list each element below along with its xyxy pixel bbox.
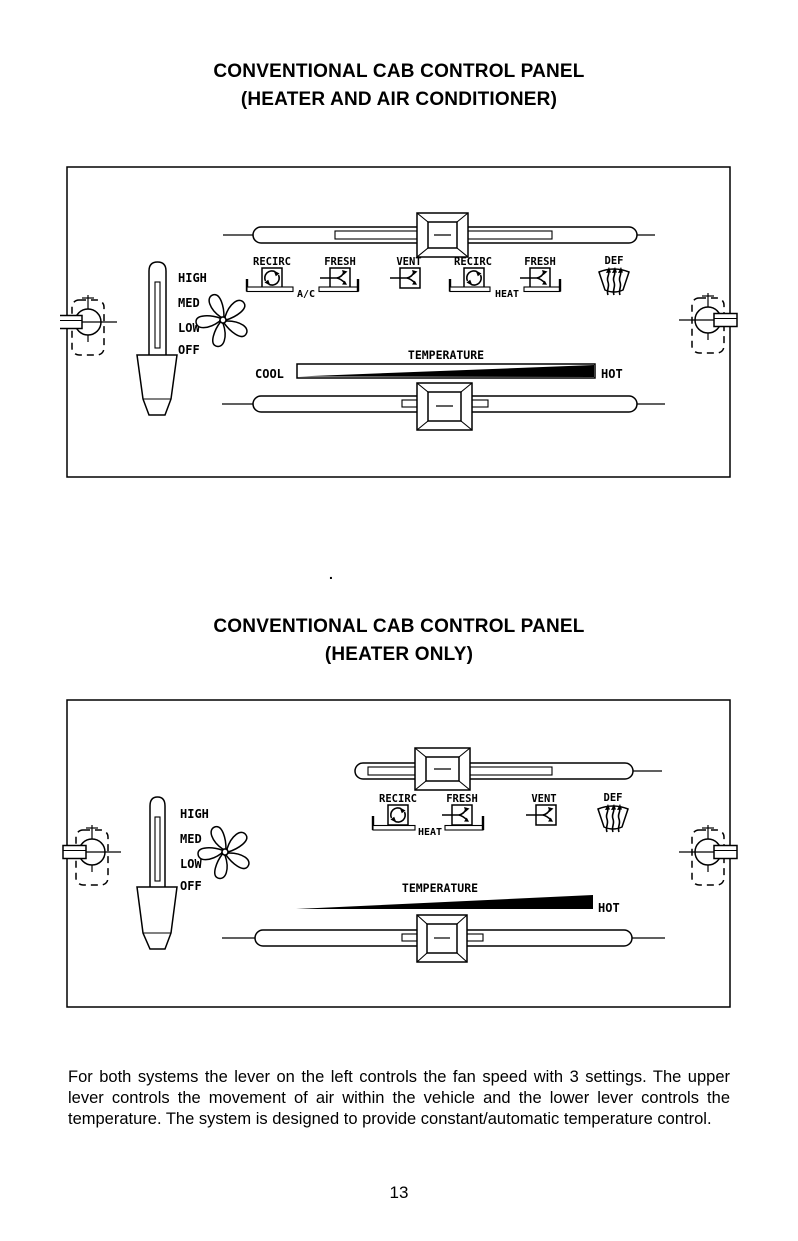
panel-border bbox=[66, 699, 731, 1008]
knob-icon bbox=[416, 382, 473, 431]
fan-label-med: MED bbox=[180, 832, 202, 846]
hot-label: HOT bbox=[601, 367, 623, 381]
recirc-icon bbox=[387, 804, 409, 826]
caption-paragraph: For both systems the lever on the left c… bbox=[68, 1067, 730, 1129]
mode-label-recirc-heat: RECIRC bbox=[454, 256, 492, 268]
mode-label-fresh: FRESH bbox=[446, 793, 478, 805]
fan-label-low: LOW bbox=[180, 857, 202, 871]
mode-label-fresh-ac: FRESH bbox=[324, 256, 356, 268]
heat-group-bracket: HEAT bbox=[448, 279, 562, 300]
fan-speed-lever bbox=[136, 796, 178, 950]
def-icon bbox=[597, 804, 629, 833]
def-icon bbox=[598, 267, 630, 296]
knob-icon bbox=[416, 914, 468, 963]
screw-icon bbox=[62, 825, 121, 886]
cool-label: COOL bbox=[255, 367, 284, 381]
fan-label-off: OFF bbox=[178, 343, 200, 357]
fresh-icon bbox=[442, 804, 473, 826]
diagram1-title-line1: CONVENTIONAL CAB CONTROL PANEL bbox=[213, 61, 585, 82]
hot-label: HOT bbox=[598, 901, 620, 915]
screw-icon bbox=[679, 293, 738, 354]
temperature-label: TEMPERATURE bbox=[402, 881, 478, 895]
fan-label-low: LOW bbox=[178, 321, 200, 335]
fan-label-high: HIGH bbox=[178, 271, 207, 285]
mode-label-fresh-heat: FRESH bbox=[524, 256, 556, 268]
screw-icon bbox=[679, 825, 738, 886]
mode-label-recirc-ac: RECIRC bbox=[253, 256, 291, 268]
fan-label-off: OFF bbox=[180, 879, 202, 893]
fan-speed-lever bbox=[136, 261, 178, 416]
diagram2-title-line2: (HEATER ONLY) bbox=[324, 644, 474, 665]
fresh-icon bbox=[320, 267, 351, 289]
fan-icon bbox=[195, 293, 248, 348]
heat-group-label: HEAT bbox=[418, 827, 442, 838]
scan-artifact-dot: . bbox=[329, 566, 333, 582]
diagram1-title: CONVENTIONAL CAB CONTROL PANEL (HEATER A… bbox=[0, 58, 798, 114]
page-number: 13 bbox=[389, 1183, 409, 1202]
mode-label-def: DEF bbox=[604, 792, 623, 804]
diagram2-title: CONVENTIONAL CAB CONTROL PANEL (HEATER O… bbox=[0, 613, 798, 669]
temperature-label: TEMPERATURE bbox=[408, 348, 484, 362]
ac-group-bracket: A/C bbox=[245, 279, 360, 300]
fan-icon bbox=[197, 825, 250, 880]
air-lever-slider bbox=[354, 747, 662, 791]
temperature-indicator: TEMPERATURE COOL HOT bbox=[255, 348, 623, 381]
fresh-icon bbox=[520, 267, 551, 289]
diagram-heater-and-ac: RECIRC FRESH VENT RECIRC FRESH DEF bbox=[60, 166, 738, 478]
heat-group-bracket: HEAT bbox=[371, 816, 485, 838]
temperature-lever-slider bbox=[222, 382, 665, 431]
temperature-lever-slider bbox=[222, 914, 665, 963]
diagram-heater-only: RECIRC FRESH VENT DEF bbox=[62, 699, 738, 1008]
air-lever-slider bbox=[223, 212, 655, 258]
mode-label-recirc: RECIRC bbox=[379, 793, 417, 805]
diagram2-title-line1: CONVENTIONAL CAB CONTROL PANEL bbox=[213, 616, 585, 637]
recirc-icon bbox=[463, 267, 485, 289]
vent-icon bbox=[390, 267, 421, 289]
knob-icon bbox=[416, 212, 469, 258]
screw-icon bbox=[60, 295, 117, 356]
mode-label-def: DEF bbox=[605, 255, 624, 267]
diagram1-title-line2: (HEATER AND AIR CONDITIONER) bbox=[240, 89, 558, 110]
recirc-icon bbox=[261, 267, 283, 289]
ac-group-label: A/C bbox=[297, 289, 315, 300]
mode-label-vent: VENT bbox=[531, 793, 556, 805]
vent-icon bbox=[526, 804, 557, 826]
heat-group-label: HEAT bbox=[495, 289, 519, 300]
fan-label-high: HIGH bbox=[180, 807, 209, 821]
temperature-indicator: TEMPERATURE HOT bbox=[296, 881, 620, 915]
fan-label-med: MED bbox=[178, 296, 200, 310]
knob-icon bbox=[414, 747, 471, 791]
mode-label-vent: VENT bbox=[396, 256, 421, 268]
